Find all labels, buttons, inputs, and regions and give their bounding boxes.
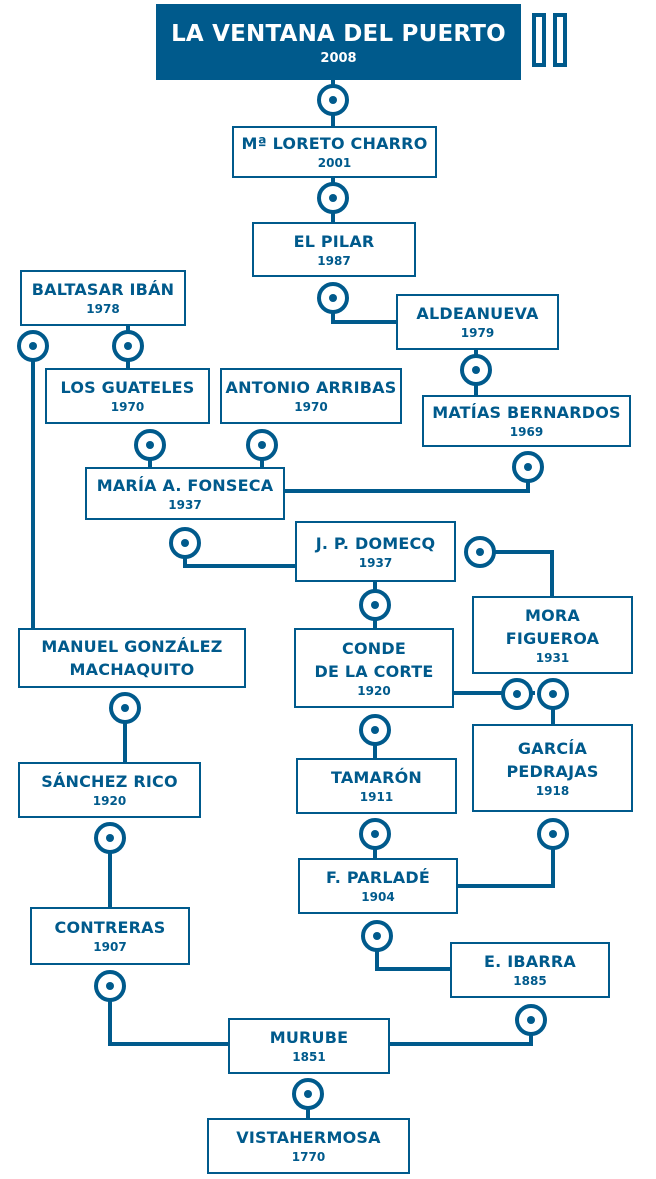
- link-point-icon: [359, 589, 391, 621]
- node-el-pilar: EL PILAR 1987: [252, 222, 416, 277]
- node-year: 1918: [535, 783, 570, 798]
- link-point-icon: [537, 818, 569, 850]
- link-point-icon: [169, 527, 201, 559]
- link-point-icon: [359, 818, 391, 850]
- link-point-icon: [537, 678, 569, 710]
- node-e-ibarra: E. IBARRA 1885: [450, 942, 610, 998]
- node-year: 1970: [294, 400, 328, 414]
- node-name: ANTONIO ARRIBAS: [225, 378, 397, 397]
- node-year: 1979: [460, 326, 495, 340]
- pause-icon[interactable]: [532, 13, 575, 67]
- node-year: 1931: [535, 650, 570, 665]
- node-year: 1885: [513, 974, 547, 988]
- node-year: 1937: [168, 497, 202, 512]
- node-murube: MURUBE 1851: [228, 1018, 390, 1074]
- node-year: 2008: [320, 50, 357, 66]
- link-contreras-murube: [108, 986, 228, 1046]
- link-garcia-parlade: [458, 834, 555, 888]
- link-point-icon: [512, 451, 544, 483]
- node-loreto-charro: Mª LORETO CHARRO 2001: [232, 126, 437, 178]
- link-point-icon: [317, 182, 349, 214]
- node-year: 1904: [361, 890, 395, 904]
- node-matias-bernardos: MATÍAS BERNARDOS 1969: [422, 395, 631, 447]
- node-name: Mª LORETO CHARRO: [241, 134, 428, 153]
- node-baltasar-iban: BALTASAR IBÁN 1978: [20, 270, 186, 326]
- node-year: 1911: [359, 790, 394, 804]
- link-point-icon: [460, 354, 492, 386]
- node-name: CONDE DE LA CORTE: [314, 638, 434, 681]
- node-year: 1851: [292, 1050, 326, 1064]
- node-name: F. PARLADÉ: [326, 868, 430, 887]
- node-tamaron: TAMARÓN 1911: [296, 758, 457, 814]
- node-name: TAMARÓN: [330, 768, 423, 787]
- node-name: ALDEANUEVA: [416, 304, 539, 323]
- link-domecq-mora: [480, 550, 554, 596]
- node-machaquito: MANUEL GONZÁLEZ MACHAQUITO: [18, 628, 246, 688]
- link-point-icon: [246, 429, 278, 461]
- node-year: 1907: [93, 940, 127, 954]
- link-fonseca-bernardos: [285, 467, 530, 493]
- link-point-icon: [17, 330, 49, 362]
- node-contreras: CONTRERAS 1907: [30, 907, 190, 965]
- node-year: 1937: [358, 555, 393, 570]
- node-vistahermosa: VISTAHERMOSA 1770: [207, 1118, 410, 1174]
- node-name: MORA FIGUEROA: [505, 605, 600, 648]
- pause-bar-right: [553, 13, 567, 67]
- link-point-icon: [515, 1004, 547, 1036]
- node-year: 1978: [86, 302, 120, 316]
- node-name: MARÍA A. FONSECA: [96, 475, 274, 495]
- node-la-ventana-del-puerto: LA VENTANA DEL PUERTO 2008: [156, 4, 521, 80]
- node-aldeanueva: ALDEANUEVA 1979: [396, 294, 559, 350]
- node-year: 1970: [110, 400, 145, 414]
- node-name: BALTASAR IBÁN: [31, 280, 175, 299]
- node-year: 2001: [317, 156, 352, 170]
- link-point-icon: [292, 1078, 324, 1110]
- link-point-icon: [361, 920, 393, 952]
- link-point-icon: [317, 84, 349, 116]
- link-fonseca-domecq: [183, 543, 295, 568]
- node-year: 1920: [92, 794, 127, 808]
- link-point-icon: [112, 330, 144, 362]
- link-point-icon: [109, 692, 141, 724]
- node-name: MURUBE: [269, 1028, 349, 1047]
- node-name: CONTRERAS: [54, 918, 166, 937]
- node-conde-de-la-corte: CONDE DE LA CORTE 1920: [294, 628, 454, 708]
- node-f-parlade: F. PARLADÉ 1904: [298, 858, 458, 914]
- link-point-icon: [94, 970, 126, 1002]
- node-antonio-arribas: ANTONIO ARRIBAS 1970: [220, 368, 402, 424]
- link-murube-ibarra: [390, 1020, 533, 1046]
- node-name: EL PILAR: [293, 231, 375, 251]
- link-point-icon: [359, 714, 391, 746]
- node-name: LA VENTANA DEL PUERTO: [171, 20, 506, 47]
- node-name: LOS GUATELES: [60, 378, 195, 397]
- node-mora-figueroa: MORA FIGUEROA 1931: [472, 596, 633, 674]
- node-name: MANUEL GONZÁLEZ MACHAQUITO: [41, 637, 223, 679]
- node-los-guateles: LOS GUATELES 1970: [45, 368, 210, 424]
- node-jp-domecq: J. P. DOMECQ 1937: [295, 521, 456, 582]
- pause-bar-left: [532, 13, 546, 67]
- link-point-icon: [317, 282, 349, 314]
- node-name: SÁNCHEZ RICO: [41, 772, 178, 791]
- node-year: 1770: [291, 1150, 326, 1164]
- link-point-icon: [464, 536, 496, 568]
- node-name: J. P. DOMECQ: [315, 533, 436, 553]
- node-garcia-pedrajas: GARCÍA PEDRAJAS 1918: [472, 724, 633, 812]
- node-year: 1987: [317, 253, 351, 268]
- node-year: 1920: [357, 683, 391, 698]
- node-maria-fonseca: MARÍA A. FONSECA 1937: [85, 467, 285, 520]
- link-point-icon: [501, 678, 533, 710]
- node-name: VISTAHERMOSA: [236, 1128, 381, 1147]
- node-name: GARCÍA PEDRAJAS: [506, 738, 599, 781]
- link-point-icon: [94, 822, 126, 854]
- node-year: 1969: [509, 425, 544, 439]
- node-name: E. IBARRA: [484, 952, 576, 971]
- link-point-icon: [134, 429, 166, 461]
- node-name: MATÍAS BERNARDOS: [432, 403, 621, 422]
- node-sanchez-rico: SÁNCHEZ RICO 1920: [18, 762, 201, 818]
